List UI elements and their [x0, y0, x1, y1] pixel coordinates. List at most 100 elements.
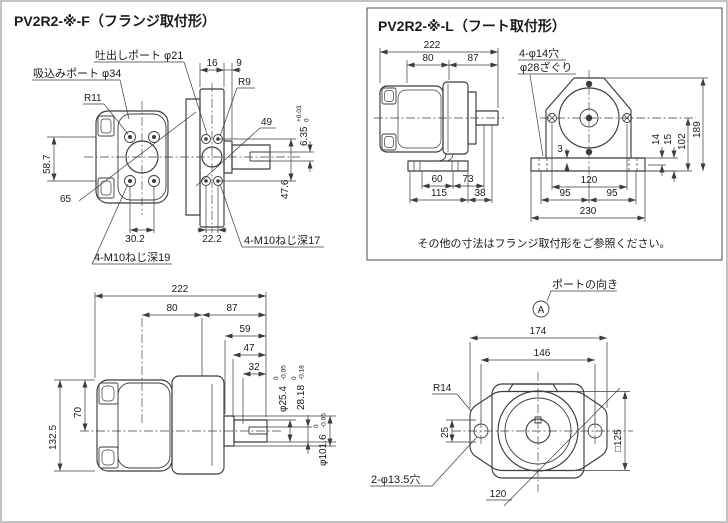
foot-section-title: PV2R2-※-L（フート取付形）: [378, 18, 566, 34]
foot-dim-3-text: 3: [557, 144, 563, 155]
port-dim-25: 25: [440, 419, 476, 443]
foot-holes-text: 4-φ14穴: [519, 46, 559, 60]
discharge-port-label: 吐出しポート φ21: [94, 48, 208, 135]
foot-dim-3: 3: [557, 144, 570, 172]
dim-22-2-text: 22.2: [202, 234, 222, 245]
tolerance-lower: 0: [304, 118, 311, 122]
side-dim-pilot-dia: φ101.6 0-0.05: [234, 413, 336, 466]
r9-text: R9: [238, 77, 251, 88]
foot-counterbore-text: φ28ざぐり: [520, 60, 572, 74]
direction-mark-circle: [532, 300, 550, 318]
dim-47-6-text: 47.6: [280, 179, 291, 199]
side-dim-59: 59: [224, 324, 266, 414]
port-holes-label: 2-φ13.5穴: [370, 436, 478, 487]
flange-front-view: [78, 101, 300, 215]
dim-58-7: 58.7: [42, 136, 96, 182]
dim-47-6: 47.6: [220, 138, 296, 199]
side-dim-222-text: 222: [172, 284, 189, 295]
dim-49: 49: [195, 117, 276, 187]
foot-dim-95-95: 95 95: [540, 171, 637, 204]
port-dim-174: 174: [469, 326, 608, 408]
foot-section-box: [366, 7, 723, 261]
port-direction-view: ポートの向き A 174 146: [370, 277, 633, 507]
key-width-tolerance: +0.030: [296, 105, 311, 122]
thread-rear-text: 4-M10ねじ深17: [244, 234, 320, 247]
foot-dim-115-text: 115: [431, 188, 447, 199]
foot-section: PV2R2-※-L（フート取付形） 22: [366, 7, 723, 261]
foot-note: その他の寸法はフランジ取付形をご参照ください。: [418, 236, 671, 250]
suction-port-label: 吸込みポート φ34: [32, 67, 130, 120]
side-dim-47: 47: [232, 343, 266, 417]
foot-dim-60-text: 60: [431, 174, 443, 185]
foot-side-view: [374, 81, 504, 172]
key-height-text: 28.18: [296, 385, 307, 410]
foot-dim-38-text: 38: [474, 188, 486, 199]
shaft-dia-text: φ25.4: [278, 386, 289, 412]
side-dim-key-height: 28.18 0-0.18: [267, 365, 312, 454]
port-dim-120-text: 120: [490, 489, 507, 500]
discharge-port-text: 吐出しポート φ21: [95, 48, 183, 62]
port-direction-text: ポートの向き: [552, 277, 618, 291]
side-dim-222: 222: [94, 284, 267, 417]
tolerance-lower: -0.05: [281, 365, 288, 380]
foot-dim-189-text: 189: [692, 121, 703, 138]
side-dim-32-text: 32: [248, 362, 260, 373]
port-radius-label: R14: [432, 383, 472, 412]
side-dim-70-text: 70: [73, 406, 84, 418]
foot-dim-87-text: 87: [467, 53, 479, 64]
dim-49-text: 49: [261, 117, 273, 128]
foot-holes-label: 4-φ14穴 φ28ざぐり: [518, 46, 576, 157]
side-dim-132-5: 132.5: [48, 379, 95, 472]
tolerance-upper: 0: [291, 376, 298, 380]
dim-22-2: 22.2: [197, 186, 227, 245]
foot-dim-80-text: 80: [422, 53, 434, 64]
pilot-dia-tolerance: 0-0.05: [313, 413, 328, 428]
flange-section: PV2R2-※-F（フランジ取付形）: [14, 13, 324, 265]
dim-65-text: 65: [60, 194, 72, 205]
flange-rear-view: [185, 83, 271, 233]
dim-16-9: 16 9: [199, 58, 242, 139]
pilot-dia-text: φ101.6: [318, 434, 329, 466]
pump-side-view: 222 80 87 59 47 32 132.5: [48, 284, 336, 475]
dim-key-width: 6.35 +0.030: [270, 105, 314, 172]
foot-front-view: [530, 70, 696, 178]
direction-mark-letter: A: [538, 305, 545, 316]
foot-dim-230: 230: [530, 171, 646, 222]
key-width-text: 6.35: [299, 126, 310, 146]
dim-30-2-text: 30.2: [125, 234, 145, 245]
side-dim-47-text: 47: [243, 343, 255, 354]
side-dim-80-text: 80: [166, 303, 178, 314]
port-dim-25-text: 25: [440, 426, 451, 438]
r11-text: R11: [84, 93, 102, 104]
foot-dim-102-text: 102: [677, 133, 688, 150]
side-dim-shaft-dia: φ25.4 0-0.05: [267, 365, 336, 443]
dim-58-7-text: 58.7: [42, 154, 53, 174]
thread-front-label: 4-M10ねじ深19: [91, 183, 172, 265]
side-dim-59-text: 59: [239, 324, 251, 335]
port-dim-146: 146: [480, 348, 596, 422]
thread-rear-label: 4-M10ねじ深17: [219, 183, 324, 248]
side-dim-70: 70: [73, 380, 88, 431]
foot-dim-222: 222: [379, 40, 499, 108]
port-dim-square-125: □125: [576, 391, 630, 471]
foot-dim-95-left-text: 95: [559, 188, 571, 199]
radius-r9-label: R9: [219, 77, 255, 137]
foot-dim-102: 102: [645, 118, 692, 172]
thread-front-text: 4-M10ねじ深19: [94, 251, 170, 264]
foot-dim-95-right-text: 95: [606, 188, 618, 199]
foot-dim-115-38: 115 38: [409, 125, 493, 203]
port-dim-174-text: 174: [530, 326, 547, 337]
port-holes-text: 2-φ13.5穴: [371, 472, 420, 486]
dim-30-2: 30.2: [125, 187, 155, 245]
key-height-tolerance: 0-0.18: [291, 365, 306, 380]
shaft-dia-tolerance: 0-0.05: [273, 365, 288, 380]
foot-dim-222-text: 222: [424, 40, 441, 51]
side-dim-132-5-text: 132.5: [48, 425, 59, 450]
foot-dim-230-text: 230: [580, 206, 597, 217]
foot-dim-15-text: 15: [663, 133, 674, 145]
foot-dim-14-text: 14: [651, 133, 662, 145]
radius-r11-label: R11: [83, 93, 129, 135]
port-dim-120: 120: [486, 489, 512, 501]
tolerance-upper: 0: [313, 424, 320, 428]
port-dim-146-text: 146: [534, 348, 551, 359]
